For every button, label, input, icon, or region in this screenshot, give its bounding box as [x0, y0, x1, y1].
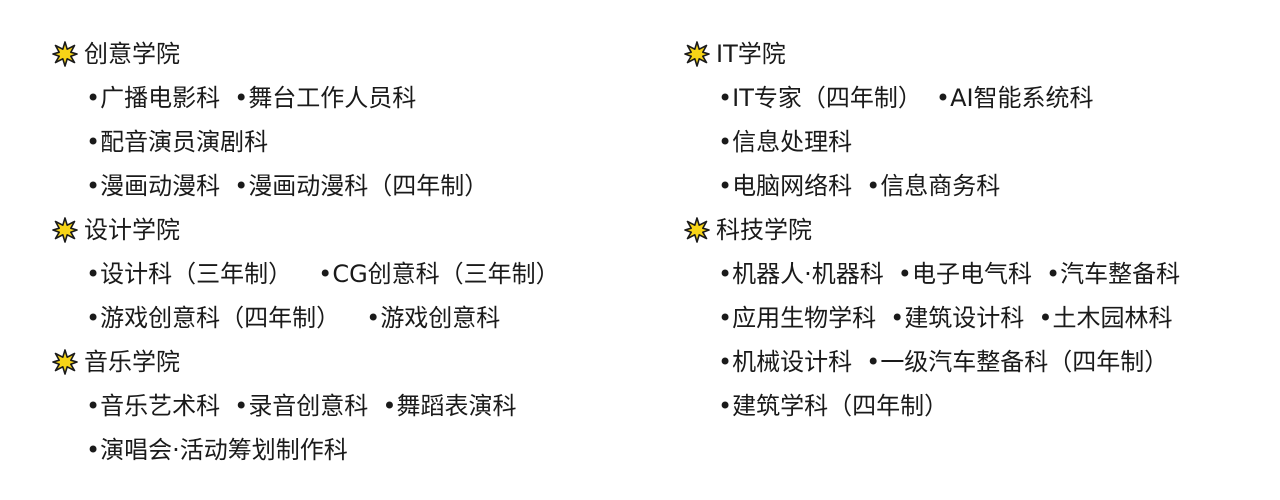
left-column: 创意学院 •广播电影科•舞台工作人员科 •配音演员演剧科 •漫画动漫科•漫画动漫…	[52, 32, 560, 472]
program-item: •漫画动漫科	[86, 172, 221, 200]
program-item: •信息商务科	[866, 172, 1001, 200]
program-line: •音乐艺术科 •录音创意科 •舞蹈表演科	[52, 384, 560, 428]
program-item: •演唱会·活动筹划制作科	[86, 436, 348, 464]
section-title-text: 创意学院	[84, 40, 180, 68]
program-line: •设计科（三年制） •CG创意科（三年制）	[52, 252, 560, 296]
right-column: IT学院 •IT专家（四年制） •AI智能系统科 •信息处理科 •电脑网络科 •信息…	[684, 32, 1180, 428]
section-title-creative: 创意学院	[52, 32, 560, 76]
section-title-technology: 科技学院	[684, 208, 1180, 252]
program-item: •游戏创意科（四年制）	[86, 304, 341, 332]
program-line: •应用生物学科 •建筑设计科 •土木园林科	[684, 296, 1180, 340]
section-title-text: 科技学院	[716, 216, 812, 244]
section-title-music: 音乐学院	[52, 340, 560, 384]
program-item: •信息处理科	[718, 128, 853, 156]
star-burst-icon	[52, 41, 78, 67]
program-item: •配音演员演剧科	[86, 128, 269, 156]
program-item: •应用生物学科	[718, 304, 877, 332]
program-line: •配音演员演剧科	[52, 120, 560, 164]
program-item: •建筑设计科	[890, 304, 1025, 332]
program-line: •IT专家（四年制） •AI智能系统科	[684, 76, 1180, 120]
program-line: •信息处理科	[684, 120, 1180, 164]
program-line: •游戏创意科（四年制） •游戏创意科	[52, 296, 560, 340]
section-title-design: 设计学院	[52, 208, 560, 252]
program-item: •漫画动漫科（四年制）	[234, 172, 489, 200]
section-title-text: 音乐学院	[84, 348, 180, 376]
program-item: •舞台工作人员科	[234, 84, 417, 112]
program-line: •演唱会·活动筹划制作科	[52, 428, 560, 472]
program-item: •IT专家（四年制）	[718, 84, 922, 112]
program-item: •土木园林科	[1038, 304, 1173, 332]
program-line: •机械设计科 •一级汽车整备科（四年制）	[684, 340, 1180, 384]
program-item: •AI智能系统科	[935, 84, 1094, 112]
section-title-text: 设计学院	[84, 216, 180, 244]
section-title-it: IT学院	[684, 32, 1180, 76]
program-item: •机器人·机器科	[718, 260, 884, 288]
program-item: •建筑学科（四年制）	[718, 392, 949, 420]
program-item: •一级汽车整备科（四年制）	[866, 348, 1169, 376]
star-burst-icon	[684, 217, 710, 243]
program-item: •机械设计科	[718, 348, 853, 376]
program-line: •机器人·机器科 •电子电气科 •汽车整备科	[684, 252, 1180, 296]
program-line: •广播电影科 •舞台工作人员科	[52, 76, 560, 120]
star-burst-icon	[52, 217, 78, 243]
program-line: •电脑网络科 •信息商务科	[684, 164, 1180, 208]
program-item: •广播电影科	[86, 84, 221, 112]
program-item: •录音创意科	[234, 392, 369, 420]
star-burst-icon	[684, 41, 710, 67]
program-item: •电子电气科	[897, 260, 1032, 288]
program-line: •漫画动漫科 •漫画动漫科（四年制）	[52, 164, 560, 208]
program-item: •游戏创意科	[366, 304, 501, 332]
program-line: •建筑学科（四年制）	[684, 384, 1180, 428]
section-title-text: IT学院	[716, 40, 786, 68]
program-item: •电脑网络科	[718, 172, 853, 200]
program-item: •CG创意科（三年制）	[318, 260, 560, 288]
program-item: •音乐艺术科	[86, 392, 221, 420]
program-item: •设计科（三年制）	[86, 260, 293, 288]
program-item: •汽车整备科	[1045, 260, 1181, 288]
program-item: •舞蹈表演科	[382, 392, 517, 420]
star-burst-icon	[52, 349, 78, 375]
